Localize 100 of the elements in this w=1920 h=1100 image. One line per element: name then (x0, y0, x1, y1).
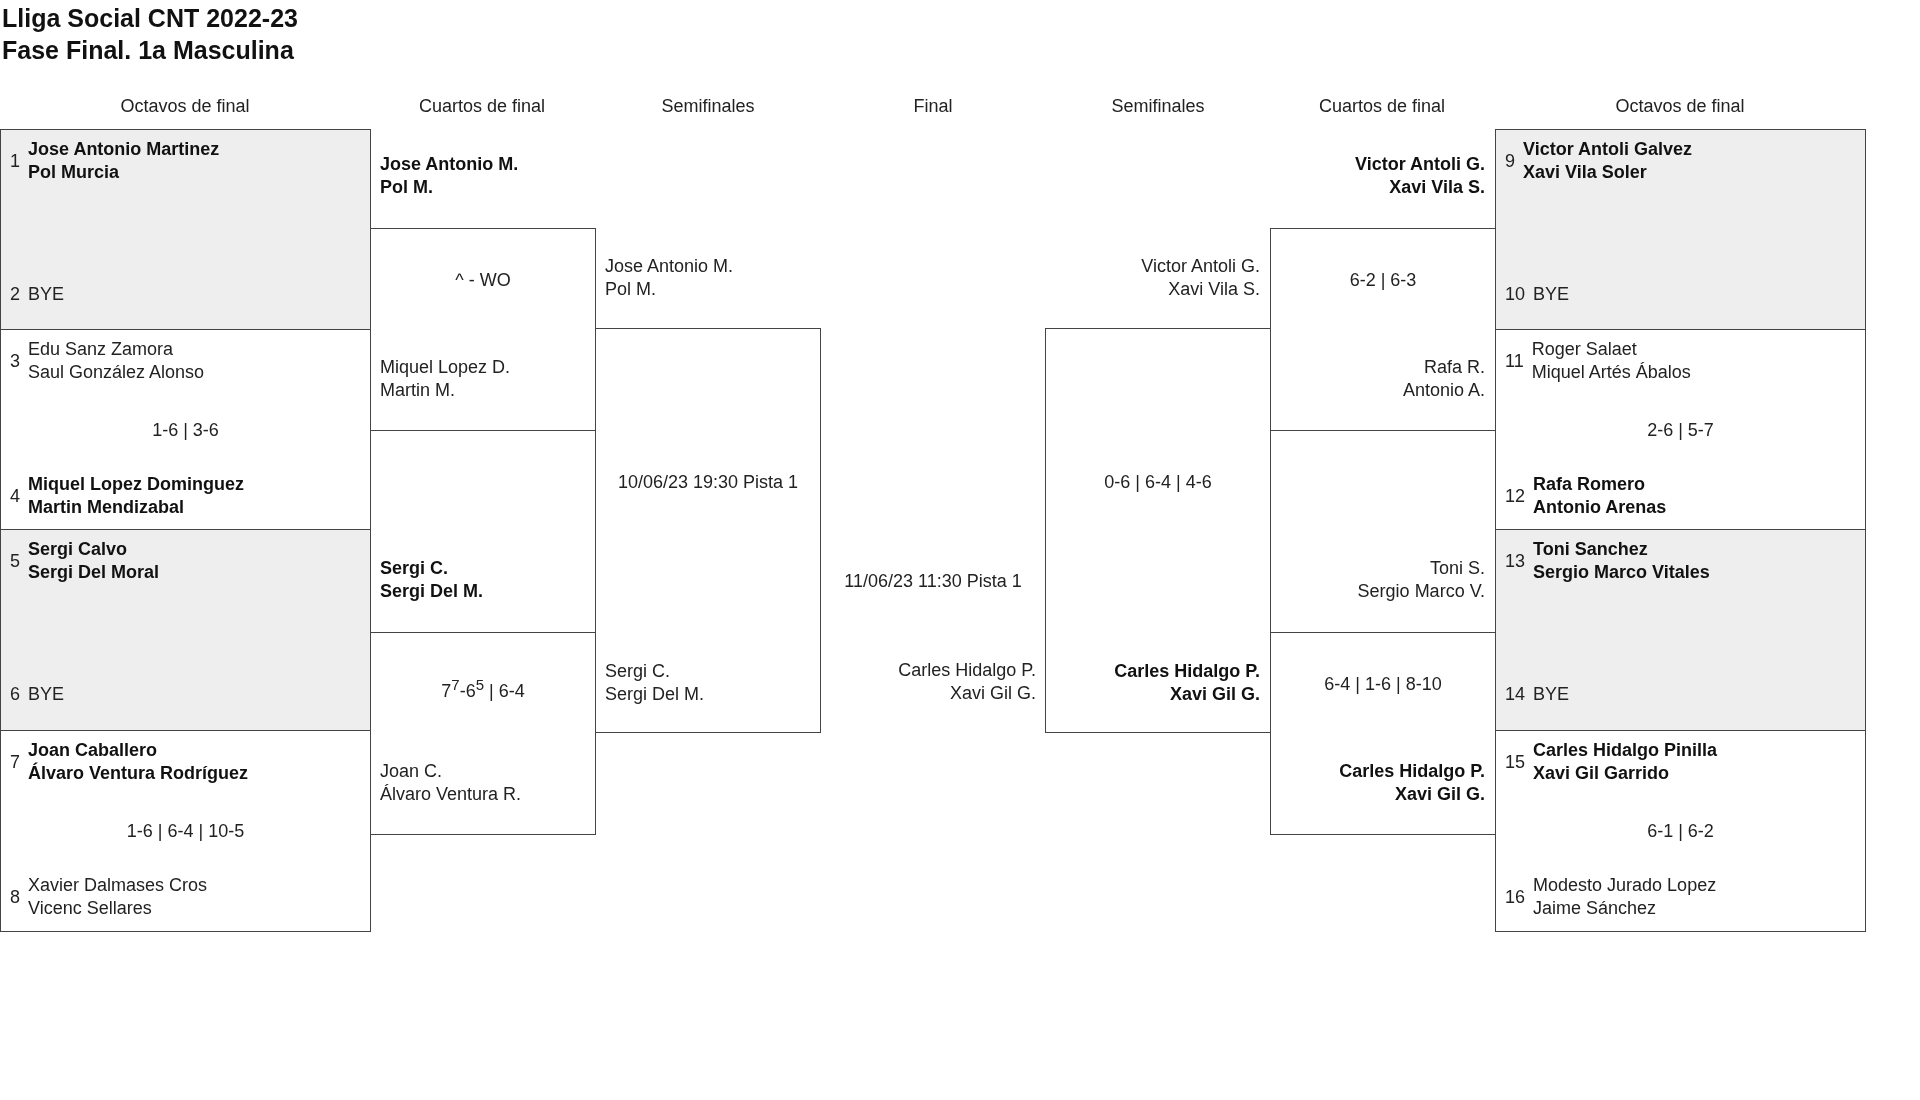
player-name: Álvaro Ventura Rodríguez (28, 762, 249, 785)
player-name: Joan Caballero (28, 739, 159, 762)
player-name: Vicenc Sellares (28, 897, 153, 920)
match-score: 6-4 | 1-6 | 8-10 (1324, 673, 1442, 696)
round-heading: Semifinales (1110, 95, 1206, 118)
match-box (0, 129, 371, 331)
player-name: Xavier Dalmases Cros (28, 874, 208, 897)
player-name: Miquel Lopez Dominguez (28, 473, 244, 496)
player-name: Xavi Gil G. (1394, 783, 1485, 806)
player-name: Sergio Marco Vitales (1533, 561, 1710, 584)
seed-number: 7 (10, 750, 20, 774)
player-name: Antonio Arenas (1533, 496, 1667, 519)
player-name: Pol Murcia (28, 161, 121, 184)
seed-number: 15 (1505, 750, 1526, 774)
seed-number: 11 (1505, 349, 1524, 373)
bye-label: BYE (28, 683, 65, 706)
player-name: Miquel Artés Ábalos (1531, 361, 1691, 384)
seed-number: 6 (10, 683, 20, 706)
round-heading: Octavos de final (119, 95, 251, 118)
player-name: Xavi Vila S. (1168, 278, 1260, 301)
player-name: Toni Sanchez (1533, 538, 1649, 561)
match-score: ^ - WO (455, 269, 511, 292)
player-name: Victor Antoli G. (1141, 255, 1260, 278)
player-name: Jose Antonio M. (605, 255, 734, 278)
seed-number: 16 (1505, 885, 1526, 909)
seed-number: 8 (10, 885, 20, 909)
seed-number: 1 (10, 149, 20, 173)
player-name: Carles Hidalgo P. (1114, 660, 1260, 683)
seed-number: 9 (1505, 149, 1515, 173)
match-score: 1-6 | 3-6 (152, 419, 219, 442)
player-name: Roger Salaet (1531, 338, 1638, 361)
player-name: Jaime Sánchez (1533, 897, 1658, 920)
match-box (595, 328, 821, 733)
match-score: 2-6 | 5-7 (1647, 419, 1714, 442)
match-box (1495, 129, 1866, 331)
match-score: 7$^{7}$-6$^{5}$ | 6-4 (441, 675, 525, 703)
bye-label: BYE (1533, 283, 1570, 306)
seed-number: 4 (10, 484, 20, 508)
match-score: 0-6 | 6-4 | 4-6 (1104, 471, 1212, 494)
match-box (1495, 329, 1866, 531)
player-name: Pol M. (380, 176, 434, 199)
match-box (370, 228, 596, 431)
round-heading: Octavos de final (1614, 95, 1746, 118)
page-title: Lliga Social CNT 2022-23 Fase Final. 1a Masculina (2, 3, 299, 66)
round-heading: Final (912, 95, 954, 118)
match-box (1495, 730, 1866, 932)
player-name: Modesto Jurado Lopez (1533, 874, 1717, 897)
match-box (1495, 529, 1866, 731)
round-heading: Cuartos de final (1317, 95, 1447, 118)
match-schedule: 11/06/23 11:30 Pista 1 (843, 570, 1023, 593)
match-score: 6-2 | 6-3 (1349, 269, 1417, 292)
match-box (1045, 328, 1271, 733)
match-score: 1-6 | 6-4 | 10-5 (126, 820, 245, 843)
match-box (1270, 632, 1496, 835)
player-name: Sergi Del Moral (28, 561, 160, 584)
player-name: Martin Mendizabal (28, 496, 186, 519)
player-name: Sergio Marco V. (1357, 580, 1485, 603)
match-score: 6-1 | 6-2 (1647, 820, 1714, 843)
bye-label: BYE (1533, 683, 1570, 706)
player-name: Victor Antoli G. (1355, 153, 1485, 176)
player-name: Victor Antoli Galvez (1523, 138, 1693, 161)
player-name: Xavi Gil G. (949, 682, 1036, 705)
player-name: Xavi Gil Garrido (1533, 762, 1671, 785)
match-box (370, 632, 596, 835)
player-name: Saul González Alonso (28, 361, 205, 384)
player-name: Xavi Gil G. (1169, 683, 1260, 706)
player-name: Sergi C. (380, 557, 450, 580)
player-name: Sergi Del M. (605, 683, 705, 706)
player-name: Carles Hidalgo Pinilla (1533, 739, 1718, 762)
player-name: Jose Antonio M. (380, 153, 519, 176)
round-heading: Cuartos de final (417, 95, 547, 118)
player-name: Rafa R. (1423, 356, 1485, 379)
seed-number: 2 (10, 283, 20, 306)
player-name: Jose Antonio Martinez (28, 138, 220, 161)
seed-number: 12 (1505, 484, 1526, 508)
match-box (0, 730, 371, 932)
player-name: Xavi Vila Soler (1523, 161, 1648, 184)
round-heading: Semifinales (660, 95, 756, 118)
match-score: 10/06/23 19:30 Pista 1 (617, 471, 799, 494)
player-name: Miquel Lopez D. (380, 356, 511, 379)
player-name: Álvaro Ventura R. (380, 783, 522, 806)
match-box (0, 329, 371, 531)
player-name: Antonio A. (1402, 379, 1485, 402)
player-name: Martin M. (380, 379, 456, 402)
player-name: Carles Hidalgo P. (1339, 760, 1485, 783)
player-name: Sergi C. (605, 660, 672, 683)
player-name: Joan C. (380, 760, 444, 783)
player-name: Sergi Calvo (28, 538, 129, 561)
player-name: Rafa Romero (1533, 473, 1647, 496)
player-name: Xavi Vila S. (1389, 176, 1485, 199)
player-name: Edu Sanz Zamora (28, 338, 175, 361)
bye-label: BYE (28, 283, 65, 306)
seed-number: 10 (1505, 283, 1526, 306)
seed-number: 14 (1505, 683, 1526, 706)
player-name: Carles Hidalgo P. (898, 659, 1036, 682)
seed-number: 13 (1505, 549, 1526, 573)
player-name: Toni S. (1429, 557, 1485, 580)
match-box (1270, 228, 1496, 431)
match-box (0, 529, 371, 731)
seed-number: 3 (10, 349, 20, 373)
